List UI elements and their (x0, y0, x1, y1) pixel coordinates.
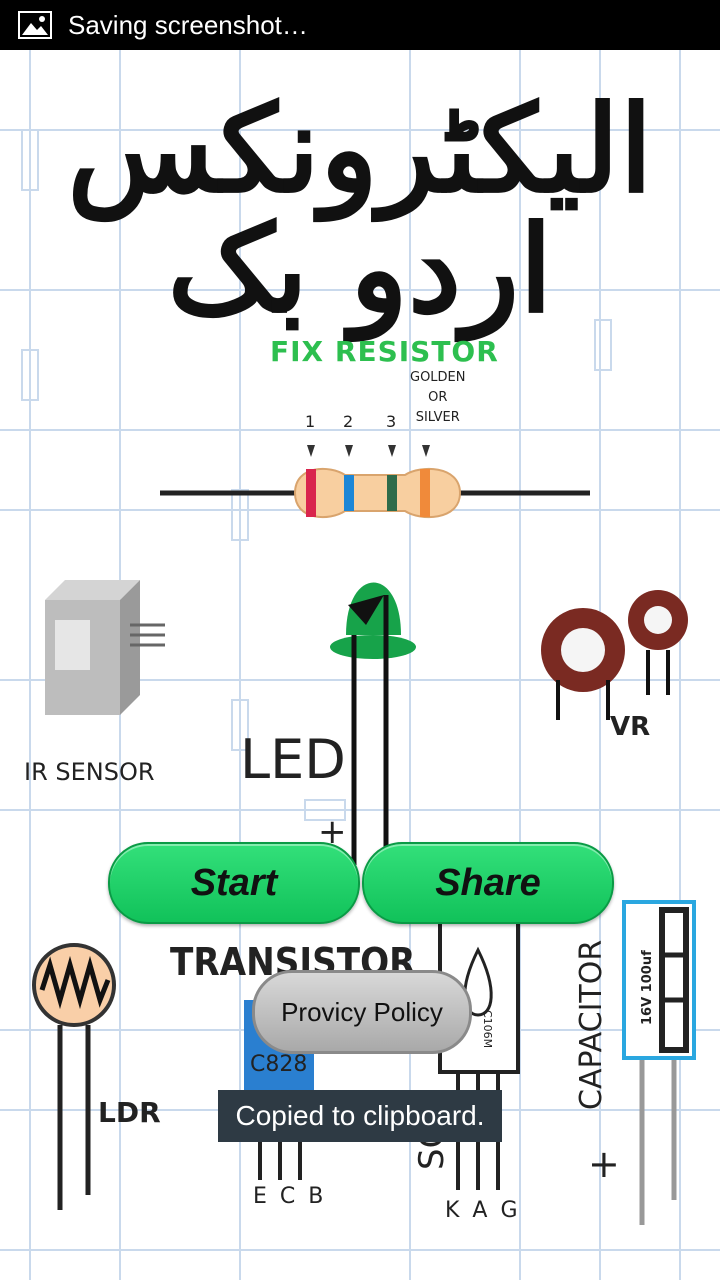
ldr-illustration (32, 943, 116, 1210)
vr-illustration (541, 590, 688, 720)
ir-sensor-label: IR SENSOR (24, 758, 155, 786)
scr-chip-text: C106M (481, 1010, 494, 1049)
start-button[interactable]: Start (108, 842, 360, 924)
capacitor-plus-sign: + (588, 1142, 620, 1186)
capacitor-spec-text: 16V 100uf (640, 950, 655, 1025)
app-title-urdu: الیکٹرونکس اردو بک (67, 79, 656, 340)
status-notification-text: Saving screenshot… (68, 9, 308, 40)
capacitor-label: CAPACITOR (574, 939, 609, 1110)
image-icon (18, 11, 52, 39)
golden-or-silver-label: GOLDEN OR SILVER (410, 368, 466, 428)
led-illustration (330, 582, 416, 865)
silver-text: SILVER (415, 410, 460, 425)
status-bar: Saving screenshot… (0, 0, 720, 50)
toast-message: Copied to clipboard. (218, 1090, 502, 1142)
resistor-illustration (160, 445, 590, 519)
or-text: OR (428, 390, 448, 405)
ldr-label: LDR (98, 1096, 161, 1129)
main-canvas: الیکٹرونکس اردو بک FIX RESISTOR GOLDEN O… (0, 50, 720, 1280)
ir-sensor-illustration (45, 580, 165, 715)
golden-text: GOLDEN (410, 370, 466, 385)
capacitor-illustration (622, 900, 696, 1225)
share-button[interactable]: Share (362, 842, 614, 924)
privacy-policy-button[interactable]: Provicy Policy (252, 970, 472, 1054)
band-number-1: 1 (305, 412, 316, 431)
kag-label: K A G (445, 1198, 521, 1223)
vr-label: VR (610, 712, 651, 742)
fix-resistor-label: FIX RESISTOR (270, 335, 499, 368)
band-number-2: 2 (343, 412, 354, 431)
band-number-3: 3 (386, 412, 397, 431)
led-label: LED (240, 728, 346, 791)
transistor-chip-text: C828 (250, 1052, 308, 1077)
ecb-label: E C B (253, 1184, 327, 1209)
